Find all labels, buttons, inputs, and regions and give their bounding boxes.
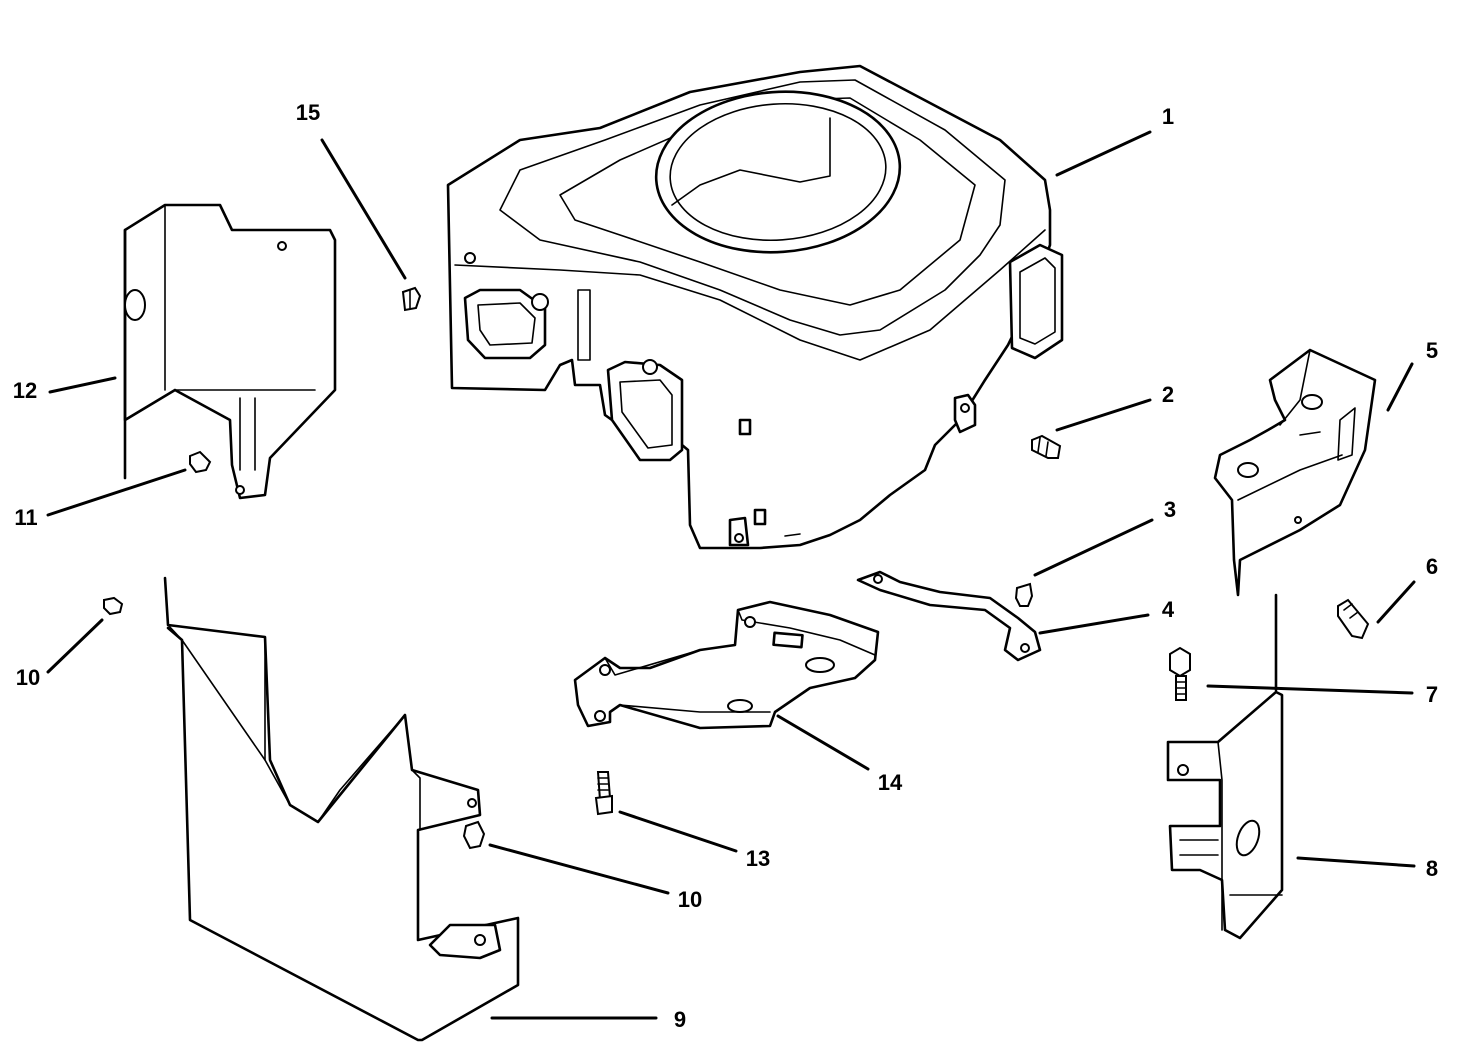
callout-14: 14	[878, 770, 903, 795]
leader-3	[1033, 518, 1154, 577]
callout-5: 5	[1426, 338, 1438, 363]
strap-part	[856, 570, 1042, 662]
lower-right-baffle-part	[1166, 593, 1284, 940]
leader-6	[1376, 580, 1416, 624]
callout-7: 7	[1426, 682, 1438, 707]
leader-2	[1055, 398, 1152, 432]
leader-8	[1296, 856, 1416, 868]
callout-8: 8	[1426, 856, 1438, 881]
callout-15: 15	[296, 100, 320, 125]
leader-11	[46, 468, 187, 517]
leader-7	[1206, 684, 1414, 695]
callout-labels: 1 2 3 4 5 6 7 8 9 10 10 11 12 13 14 15	[13, 100, 1438, 1032]
callout-1: 1	[1162, 104, 1174, 129]
leader-10b	[488, 843, 670, 895]
callout-10-lower: 10	[678, 887, 702, 912]
stud-13	[594, 771, 613, 816]
leader-4	[1038, 613, 1150, 635]
callout-2: 2	[1162, 382, 1174, 407]
screw-11	[189, 450, 212, 474]
leader-14	[776, 714, 870, 771]
blower-housing-part	[446, 64, 1064, 550]
callout-11: 11	[14, 505, 37, 530]
callout-4: 4	[1162, 597, 1175, 622]
callout-10-upper: 10	[16, 665, 40, 690]
callout-13: 13	[746, 846, 770, 871]
leader-15	[320, 138, 407, 280]
callout-9: 9	[674, 1007, 686, 1032]
screw-6	[1337, 598, 1370, 640]
plug-part	[401, 286, 422, 312]
upper-right-baffle-part	[1213, 348, 1377, 597]
lower-baffle-part	[163, 576, 520, 1042]
leader-1	[1055, 130, 1152, 177]
callout-6: 6	[1426, 554, 1438, 579]
side-baffle-part	[123, 203, 337, 500]
bolt-7	[1169, 646, 1191, 701]
bracket-part	[573, 600, 880, 730]
leader-lines	[46, 130, 1416, 1020]
leader-10a	[46, 618, 104, 674]
screw-10-upper	[103, 596, 124, 616]
callout-3: 3	[1164, 497, 1176, 522]
leader-13	[618, 810, 738, 853]
screw-10-lower	[462, 820, 486, 850]
leader-5	[1386, 362, 1414, 412]
callout-12: 12	[13, 378, 37, 403]
screw-3	[1014, 582, 1034, 607]
screw-2	[1031, 434, 1062, 459]
leader-12	[48, 376, 117, 394]
